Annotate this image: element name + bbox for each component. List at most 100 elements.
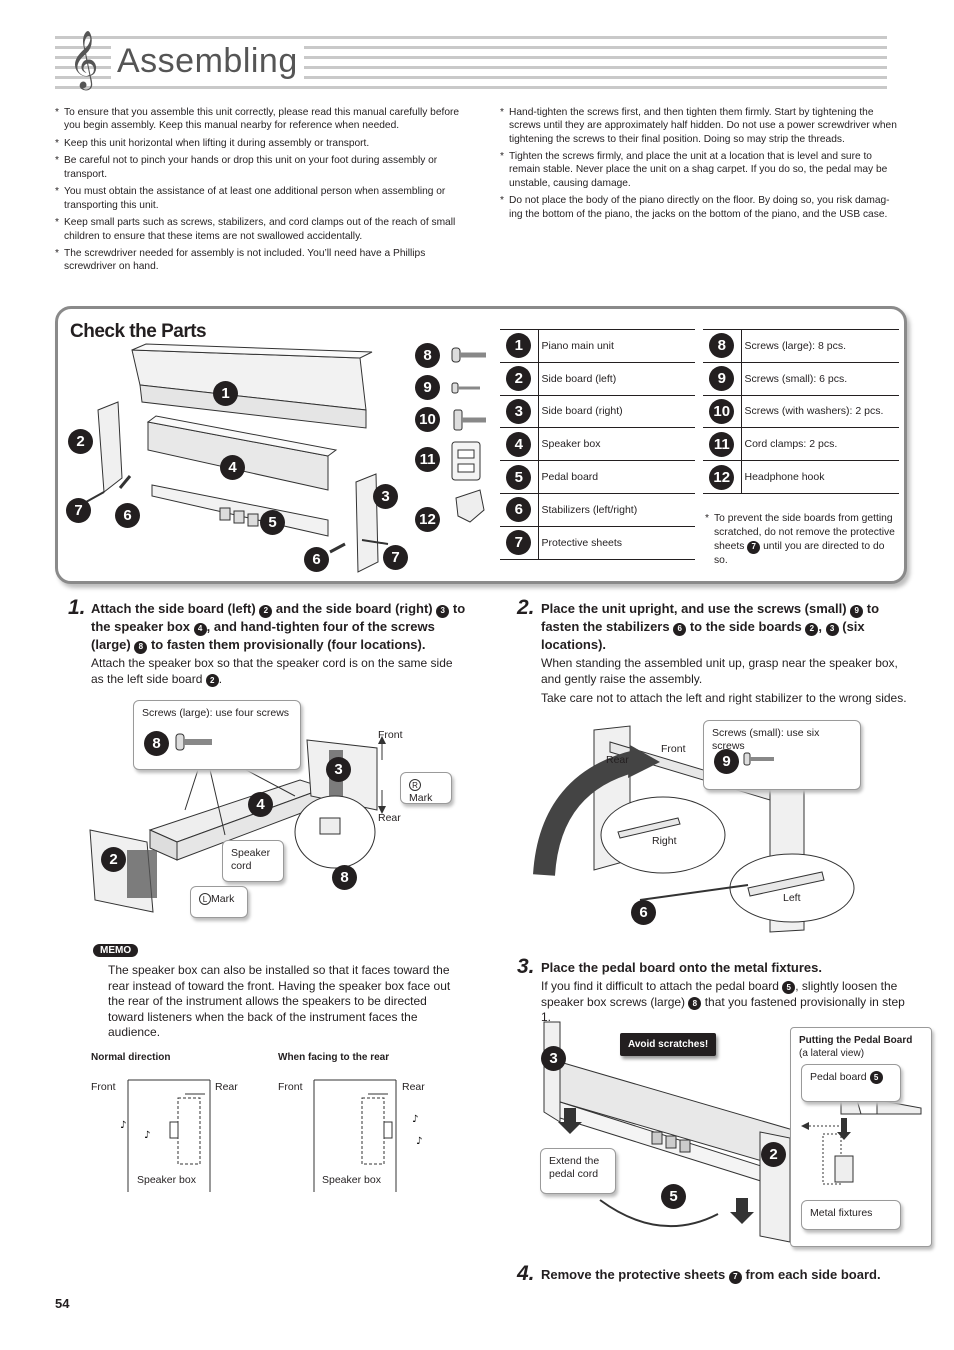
part-number-badge: 9 xyxy=(709,366,735,392)
extend-cord-callout: Extend the pedal cord xyxy=(540,1148,616,1194)
step-3-heading: Place the pedal board onto the metal fix… xyxy=(541,960,823,975)
part-number-badge: 7 xyxy=(728,1270,742,1284)
part-number-badge: 7 xyxy=(747,540,761,554)
part-number-badge: 8 xyxy=(688,996,702,1010)
left-label: Left xyxy=(783,892,801,904)
pedal-board-callout: Pedal board 5 xyxy=(801,1064,901,1102)
part-number-badge: 3 xyxy=(541,1046,566,1071)
staff-line xyxy=(55,46,887,49)
part-number-badge: 7 xyxy=(383,545,408,570)
normal-direction-label: Normal direction xyxy=(91,1052,171,1063)
memo-diagrams: ♪ ♪ ♪ ♪ xyxy=(120,1079,422,1192)
part-label: Protective sheets xyxy=(538,526,695,560)
screw-icon xyxy=(175,733,212,751)
rear-label: Rear xyxy=(606,754,629,766)
part-number-badge: 8 xyxy=(134,640,148,654)
part-number-badge: 6 xyxy=(115,503,140,528)
lateral-view-diagram xyxy=(801,1099,922,1185)
avoid-scratches-label: Avoid scratches! xyxy=(620,1033,717,1056)
part-number-badge: 6 xyxy=(631,900,656,925)
step-3-body: If you find it difficult to attach the p… xyxy=(541,979,905,1024)
part-number-badge: 5 xyxy=(869,1071,883,1084)
step-number: 4. xyxy=(517,1262,535,1285)
part-number-badge: 2 xyxy=(805,622,819,636)
front-label: Front xyxy=(661,743,686,755)
step-2-heading: Place the unit upright, and use the scre… xyxy=(541,601,880,652)
treble-clef-icon: 𝄞 xyxy=(69,30,99,88)
part-number-badge: 8 xyxy=(144,731,169,756)
pedal-board-label: Pedal board xyxy=(810,1071,867,1083)
part-number-badge: 3 xyxy=(373,484,398,509)
speaker-cord-label: Speaker cord xyxy=(231,847,271,872)
putting-pedal-board-panel: Putting the Pedal Board (a lateral view) xyxy=(790,1027,932,1247)
rear-label: Rear xyxy=(378,812,401,824)
part-number-badge: 2 xyxy=(506,366,532,392)
r-mark-icon: R xyxy=(409,779,421,791)
svg-text:♪: ♪ xyxy=(412,1114,418,1125)
note-item: Tighten the screws firmly, and place the… xyxy=(500,150,905,190)
part-number-badge: 9 xyxy=(714,749,739,774)
speaker-box-label: Speaker box xyxy=(322,1174,381,1186)
part-number-badge: 9 xyxy=(850,604,864,618)
parts-note: To prevent the side boards from getting … xyxy=(705,512,895,568)
notes-right: Hand-tighten the screws first, and then … xyxy=(500,106,905,225)
part-label: Pedal board xyxy=(538,460,695,494)
part-label: Headphone hook xyxy=(741,460,899,494)
part-number-badge: 4 xyxy=(193,622,207,636)
l-mark-label: Mark xyxy=(211,893,235,905)
part-number-badge: 4 xyxy=(248,792,273,817)
step-1-body: Attach the speaker box so that the speak… xyxy=(91,656,453,687)
part-number-badge: 2 xyxy=(68,429,93,454)
step-2-body-1: When standing the assembled unit up, gra… xyxy=(541,656,898,686)
part-number-badge: 11 xyxy=(415,447,440,472)
page-header: 𝄞 Assembling xyxy=(55,32,887,90)
part-number-badge: 6 xyxy=(506,497,532,523)
part-number-badge: 7 xyxy=(66,498,91,523)
part-label: Side board (left) xyxy=(538,362,695,396)
rear-label: Rear xyxy=(402,1081,425,1093)
svg-text:♪: ♪ xyxy=(144,1130,150,1141)
staff-line xyxy=(55,36,887,39)
part-number-badge: 2 xyxy=(259,604,273,618)
staff-line xyxy=(55,76,887,79)
part-number-badge: 9 xyxy=(415,375,440,400)
facing-rear-label: When facing to the rear xyxy=(278,1052,390,1063)
svg-text:♪: ♪ xyxy=(416,1136,422,1147)
part-label: Cord clamps: 2 pcs. xyxy=(741,427,899,462)
part-number-badge: 7 xyxy=(506,530,532,556)
part-label: Side board (right) xyxy=(538,395,695,429)
note-item: Keep this unit horizontal when lifting i… xyxy=(55,137,465,151)
metal-fixtures-label: Metal fixtures xyxy=(810,1207,873,1219)
front-label: Front xyxy=(91,1081,116,1093)
note-item: The screwdriver needed for assembly is n… xyxy=(55,247,465,274)
memo-tag: MEMO xyxy=(93,944,139,957)
part-number-badge: 3 xyxy=(506,398,532,424)
staff-line xyxy=(55,56,887,59)
step-number: 1. xyxy=(68,596,86,619)
putting-subtitle: (a lateral view) xyxy=(799,1048,865,1059)
note-item: Be careful not to pinch your hands or dr… xyxy=(55,154,465,181)
check-parts-title: Check the Parts xyxy=(70,321,207,342)
metal-fixtures-callout: Metal fixtures xyxy=(801,1200,901,1230)
speaker-cord-callout: Speaker cord xyxy=(222,840,284,882)
part-number-badge: 8 xyxy=(332,865,357,890)
notes-left: To ensure that you assemble this unit co… xyxy=(55,106,465,278)
screw-icon xyxy=(743,752,774,766)
staff-line xyxy=(55,86,887,89)
part-number-badge: 8 xyxy=(415,343,440,368)
parts-note-text: To prevent the side boards from getting … xyxy=(714,513,895,566)
part-number-badge: 12 xyxy=(709,464,735,490)
part-label: Screws (small): 6 pcs. xyxy=(741,362,899,396)
r-mark-callout: RMark xyxy=(400,772,452,804)
note-item: You must obtain the assistance of at lea… xyxy=(55,185,465,212)
part-label: Stabilizers (left/right) xyxy=(538,493,695,527)
